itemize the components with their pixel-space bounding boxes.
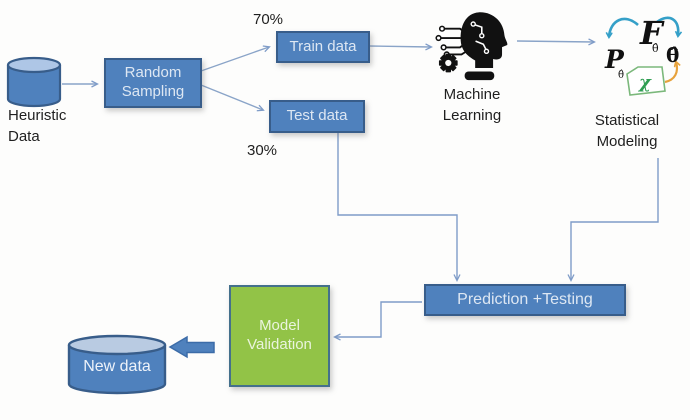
connector-train-to-ml xyxy=(368,43,433,51)
prediction-testing-node: Prediction +Testing xyxy=(424,284,626,316)
connector-prediction-to-validation xyxy=(333,301,422,341)
connector-stat-to-prediction xyxy=(567,158,659,282)
test-percent-label: 30% xyxy=(247,142,278,159)
heuristic-data-label: Heuristic Data xyxy=(8,107,67,145)
database-icon xyxy=(67,334,167,395)
gear-icon xyxy=(438,53,458,73)
heuristic-database-cylinder xyxy=(6,56,62,108)
glyph-F: F xyxy=(639,14,665,52)
connector-test-to-prediction xyxy=(337,132,461,282)
machine-learning-label: Machine Learning xyxy=(442,86,502,124)
database-icon xyxy=(6,56,62,108)
glyph-chi: χ xyxy=(637,72,652,93)
new-data-cylinder: New data xyxy=(66,334,168,396)
chi-box xyxy=(626,66,666,96)
random-sampling-node: Random Sampling xyxy=(104,58,202,108)
glyph-theta-hat: θ̂ xyxy=(666,43,679,67)
test-data-node: Test data xyxy=(269,100,365,133)
connector-ml-to-stat xyxy=(516,38,596,46)
statistical-modeling-label: Statistical Modeling xyxy=(594,112,660,150)
connector-random-to-test xyxy=(200,84,265,112)
block-arrow-validation-to-newdata xyxy=(168,335,215,359)
train-data-node: Train data xyxy=(276,31,370,63)
machine-learning-icon xyxy=(435,10,513,84)
connector-random-to-train xyxy=(200,45,271,72)
statistical-modeling-icon: F θ̂ P θ̂ θ̂ χ xyxy=(597,6,689,101)
glyph-F-sub: θ̂ xyxy=(652,42,659,55)
train-percent-label: 70% xyxy=(253,11,284,28)
glyph-P: P xyxy=(604,45,625,74)
model-validation-node: Model Validation xyxy=(229,285,330,387)
glyph-P-sub: θ̂ xyxy=(618,70,624,81)
new-data-label: New data xyxy=(83,358,151,375)
